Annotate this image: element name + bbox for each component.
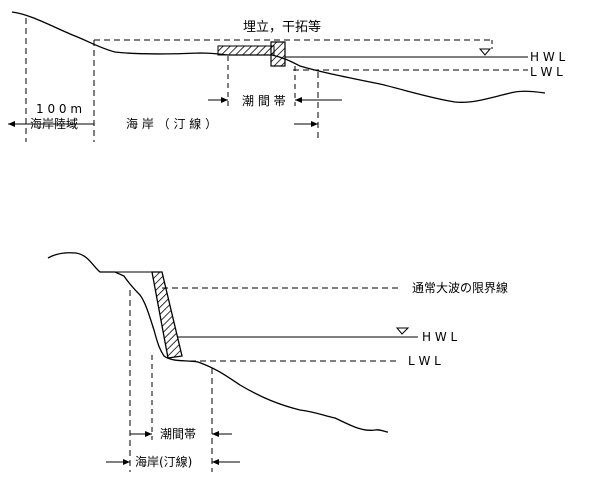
top-diagram: 埋立，干拓等 H W L L W L 潮 間 帯 1 0 0 m 海岸陸域 海 …: [8, 11, 566, 142]
bottom-water-marker-icon: [395, 327, 410, 335]
top-seawall: [270, 41, 286, 67]
top-tidal-arrowhead-right-icon: [295, 97, 302, 103]
bottom-storm-wave-label: 通常大波の限界線: [412, 280, 508, 295]
bottom-intertidal-label: 潮間帯: [160, 426, 196, 441]
bottom-coast-label: 海岸(汀線): [135, 454, 192, 469]
bottom-coast-arrowhead-left-icon: [123, 459, 130, 465]
top-ground-profile: [11, 11, 546, 103]
top-lwl-label: L W L: [530, 65, 563, 79]
top-distance-label: 1 0 0 m: [36, 102, 82, 116]
bottom-lwl-label: L W L: [408, 354, 441, 368]
top-tidal-arrowhead-left-icon: [221, 97, 228, 103]
top-reclamation-fill: [217, 45, 275, 56]
bottom-seawall: [151, 271, 183, 359]
bottom-hwl-label: H W L: [422, 330, 458, 344]
top-water-marker-icon: [478, 48, 492, 56]
top-intertidal-label: 潮 間 帯: [242, 93, 286, 108]
bottom-tidal-arrowhead-right-icon: [212, 431, 219, 437]
top-extent-arrowhead-right-icon: [311, 121, 318, 127]
top-reclamation-label: 埋立，干拓等: [243, 19, 321, 35]
top-coastal-land-label: 海岸陸域: [30, 116, 78, 131]
top-coast-label: 海 岸 （ 汀 線 ）: [126, 116, 217, 131]
top-extent-arrowhead-left-icon: [8, 121, 15, 127]
bottom-coast-arrowhead-right-icon: [212, 459, 219, 465]
bottom-diagram: 通常大波の限界線 H W L L W L 潮間帯 海岸(汀線): [47, 252, 508, 472]
bottom-ground-profile: [47, 252, 389, 433]
bottom-tidal-arrowhead-left-icon: [145, 431, 152, 437]
top-hwl-label: H W L: [530, 50, 566, 64]
